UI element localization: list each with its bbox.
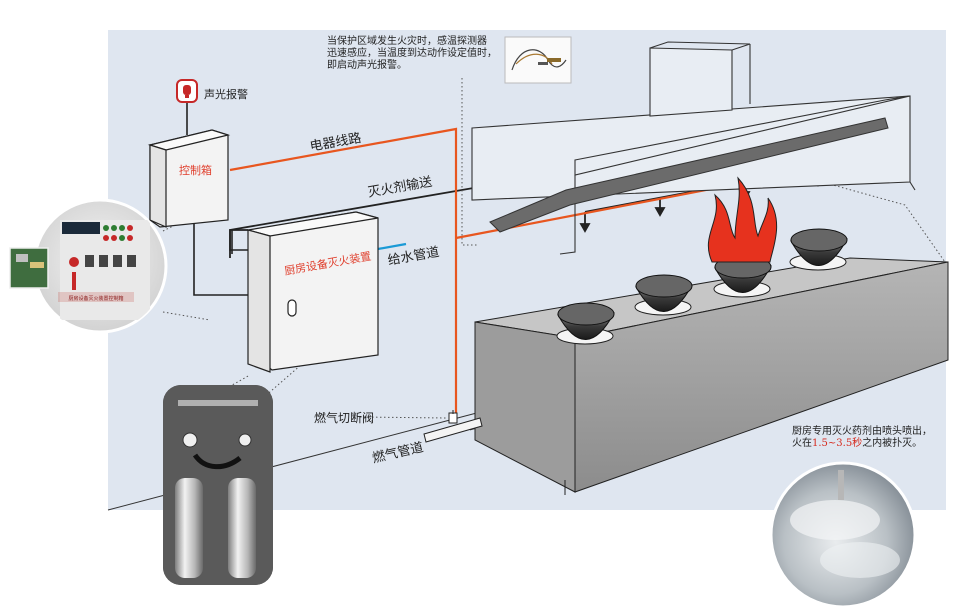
gas-pipe xyxy=(423,417,483,443)
burner-1 xyxy=(556,302,615,345)
control-box xyxy=(147,129,231,228)
spray-note: 厨房专用灭火药剂由喷头喷出， 火在1.5~3.5秒之内被扑灭。 xyxy=(792,426,932,450)
control-panel-photo: 厨房设备灭火装置控制箱 xyxy=(9,198,168,334)
detector-note-line-1: 当保护区域发生火灾时，感温探测器 xyxy=(327,36,487,47)
spray-note-post: 之内被扑灭。 xyxy=(862,438,923,449)
spray-note-time: 1.5~3.5秒 xyxy=(812,438,863,449)
detector-note: 当保护区域发生火灾时，感温探测器 迅速感应，当温度到达动作设定值时， 即启动声光… xyxy=(327,36,497,72)
control-box-label: 控制箱 xyxy=(179,164,212,177)
spray-note-pre: 火在 xyxy=(792,438,812,449)
panel-photo-title: 厨房设备灭火装置控制箱 xyxy=(68,295,123,302)
cylinder-photo xyxy=(163,385,273,585)
spray-note-line-1: 厨房专用灭火药剂由喷头喷出， xyxy=(792,426,932,437)
hood-filter-plate xyxy=(489,117,889,233)
flame-icon xyxy=(707,176,778,263)
alarm-bell-icon xyxy=(176,79,198,103)
burner-4 xyxy=(789,228,848,271)
detector-photo xyxy=(504,36,572,84)
alarm-label: 声光报警 xyxy=(204,88,248,101)
range-hood xyxy=(471,41,916,255)
leader-lines xyxy=(162,78,946,421)
stove-counter xyxy=(474,257,949,495)
mist-photo xyxy=(769,461,917,609)
gas-valve xyxy=(448,410,458,424)
water-pipe-line xyxy=(377,242,407,251)
spray-note-line-2: 火在1.5~3.5秒之内被扑灭。 xyxy=(792,438,932,450)
burner-2 xyxy=(634,274,693,316)
detector-note-line-3: 即启动声光报警。 xyxy=(327,60,407,71)
gas-valve-label: 燃气切断阀 xyxy=(314,411,375,425)
detector-note-line-2: 迅速感应，当温度到达动作设定值时， xyxy=(327,48,497,59)
suppression-device-cabinet xyxy=(247,211,379,373)
